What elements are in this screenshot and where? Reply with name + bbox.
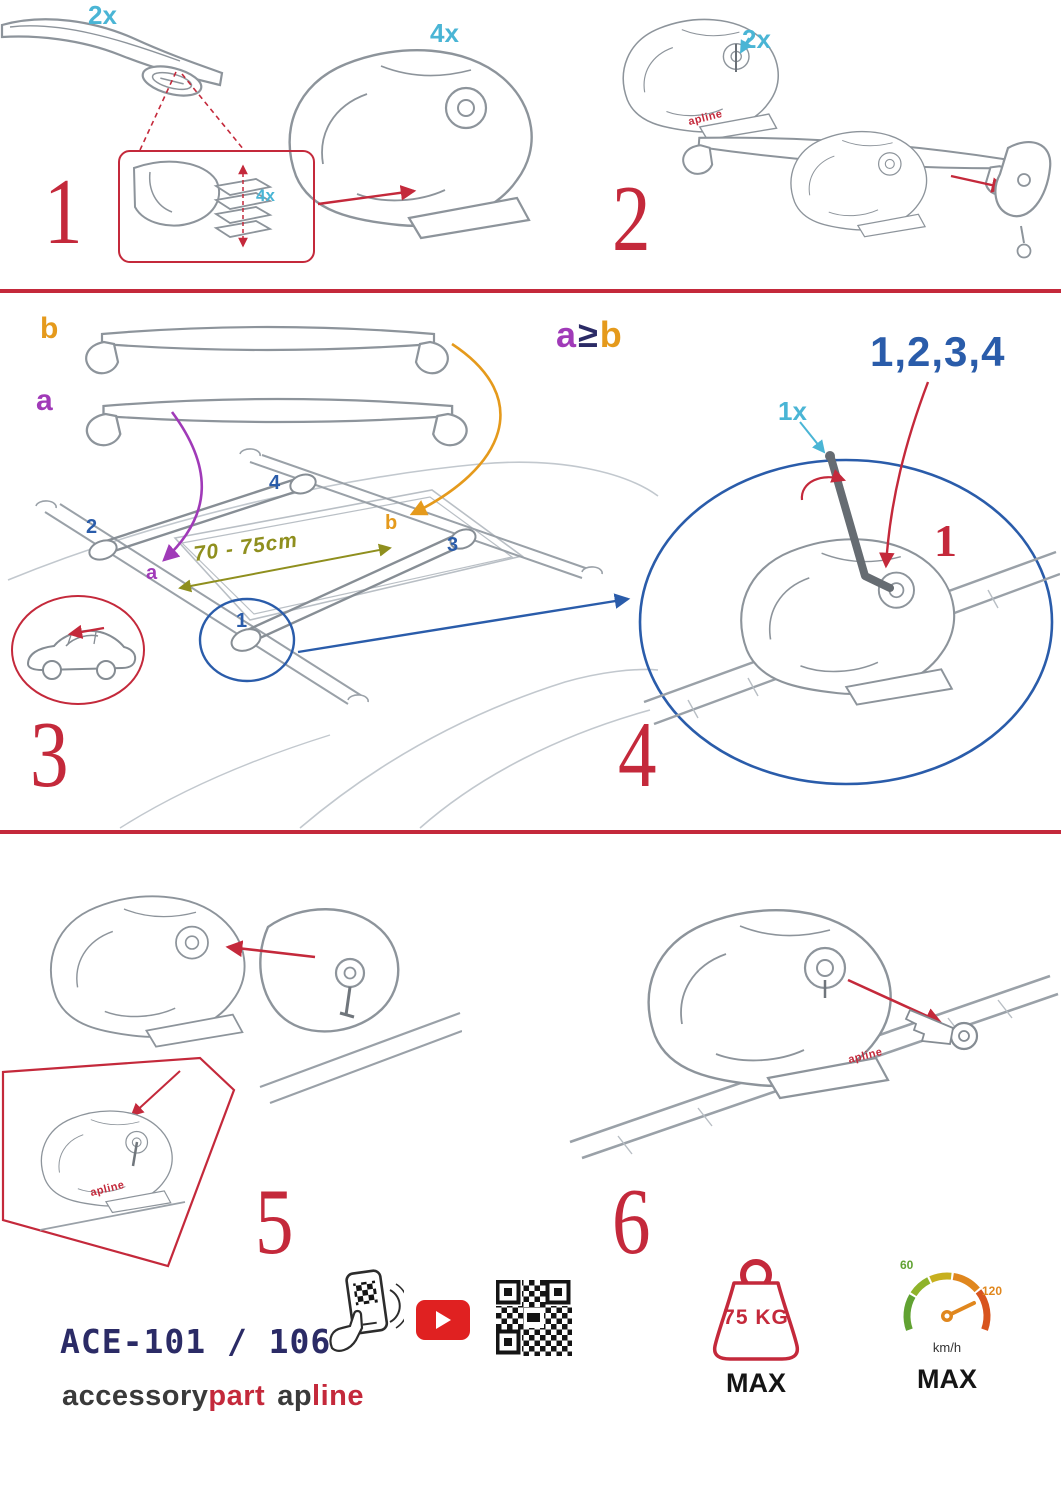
step4-number: 4 [618,703,657,807]
youtube-play-triangle [435,1311,451,1329]
brand-line: line [312,1380,365,1412]
sequence-first-step: 1 [934,515,957,566]
youtube-icon [416,1300,470,1340]
speed-high-label: 120 [982,1284,1003,1298]
projection-dashed-lines [139,71,245,151]
rubber-pads-illustration [132,160,273,248]
step2-lock-quantity: 2x [742,24,771,54]
rule-b: b [599,314,624,355]
step1-number: 1 [44,160,83,264]
cover-panel-illustration [1,1056,236,1268]
step2-lock-assembly-illustration [622,18,1052,259]
max-speed-label: MAX [917,1364,977,1394]
rule-operator: ≥ [578,314,600,355]
step1-bar-quantity: 2x [88,0,117,30]
tightening-zoom-illustration [638,381,1060,786]
step2-number: 2 [612,167,651,271]
key-removal-illustration [569,908,1059,1160]
position-1-label: 1 [236,610,248,632]
brand-ap: ap [277,1380,313,1412]
step5-number: 5 [255,1170,294,1274]
rubber-pads-inset-box [118,150,315,263]
position-4-label: 4 [269,472,281,494]
brand-part: part [208,1380,266,1412]
position-3-label: 3 [447,534,459,556]
length-rule: a≥b [556,314,624,356]
scan-phone-icon [329,1269,404,1352]
step1-pad-quantity: 4x [256,186,275,205]
step4-tool-quantity: 1x [778,396,807,426]
roof-bar-b-label: b [385,512,398,534]
lock-insert-illustration [49,895,462,1117]
tightening-sequence: 1,2,3,4 [870,328,1006,375]
speed-unit-label: km/h [932,1340,962,1355]
car-inset-illustration [11,595,145,705]
roof-bar-a-label: a [146,562,158,584]
step3-number: 3 [30,703,69,807]
section-divider-1 [0,289,1061,293]
rule-a: a [556,314,579,355]
speed-low-label: 60 [900,1258,914,1272]
max-weight-label: MAX [726,1368,786,1398]
section-divider-2 [0,830,1061,834]
position-2-label: 2 [86,516,98,538]
step1-pointer-arrow [317,185,417,206]
brand-accessory: accessory [62,1380,209,1412]
step1-foot-quantity: 4x [430,18,459,48]
bar-b-label: b [40,312,59,345]
crossbar-illustration [0,18,224,97]
step6-number: 6 [612,1170,651,1274]
bar-a-label: a [36,384,53,417]
qr-code [496,1280,572,1356]
mapping-arrows-overlay [162,342,631,654]
speedometer-icon [903,1272,991,1331]
car-roof-illustration [7,448,659,829]
max-weight-icon [712,1259,800,1361]
product-model: ACE-101 / 106 [60,1322,332,1361]
max-weight-value: 75 KG [723,1306,789,1329]
